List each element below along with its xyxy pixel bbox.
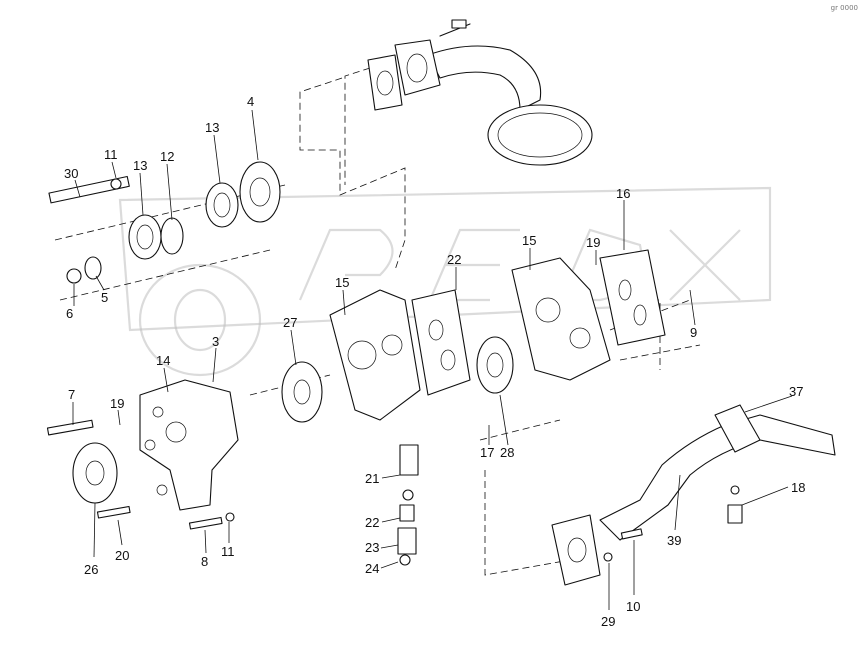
part-label: 24 [365, 561, 379, 576]
leader-lines [72, 109, 793, 610]
part-label: 19 [110, 396, 124, 411]
pump-gears [72, 336, 514, 504]
part-label: 16 [616, 186, 630, 201]
part-label: 14 [156, 353, 170, 368]
part-label: 9 [690, 325, 697, 340]
part-label: 12 [160, 149, 174, 164]
part-label: 6 [66, 306, 73, 321]
part-label: 30 [64, 166, 78, 181]
part-label: 26 [84, 562, 98, 577]
relief-valve [397, 444, 419, 566]
part-label: 11 [221, 544, 235, 559]
part-label: 8 [201, 554, 208, 569]
part-label: 27 [283, 315, 297, 330]
rear-housing [46, 379, 239, 530]
part-label: 18 [791, 480, 805, 495]
part-label: 3 [212, 334, 219, 349]
part-label: 28 [500, 445, 514, 460]
part-label: 21 [365, 471, 379, 486]
part-label: 13 [133, 158, 147, 173]
part-label: 37 [789, 384, 803, 399]
part-label: 10 [626, 599, 640, 614]
delivery-pipe [551, 404, 836, 586]
part-label: 22 [447, 252, 461, 267]
part-label: 20 [115, 548, 129, 563]
part-label: 7 [68, 387, 75, 402]
part-label: 17 [480, 445, 494, 460]
part-label: 19 [586, 235, 600, 250]
part-label: 29 [601, 614, 615, 629]
part-number-labels: 30 11 13 12 13 4 6 5 16 15 19 22 15 27 9… [64, 94, 805, 629]
part-label: 13 [205, 120, 219, 135]
part-label: 15 [335, 275, 349, 290]
suction-pipe [367, 19, 593, 166]
part-label: 22 [365, 515, 379, 530]
part-label: 23 [365, 540, 379, 555]
upper-gear-group [48, 161, 281, 284]
part-label: 4 [247, 94, 254, 109]
part-label: 11 [104, 147, 118, 162]
part-label: 39 [667, 533, 681, 548]
part-label: 15 [522, 233, 536, 248]
pump-bodies [329, 249, 666, 421]
part-label: 5 [101, 290, 108, 305]
corner-mark: gr 0000 [830, 4, 858, 12]
